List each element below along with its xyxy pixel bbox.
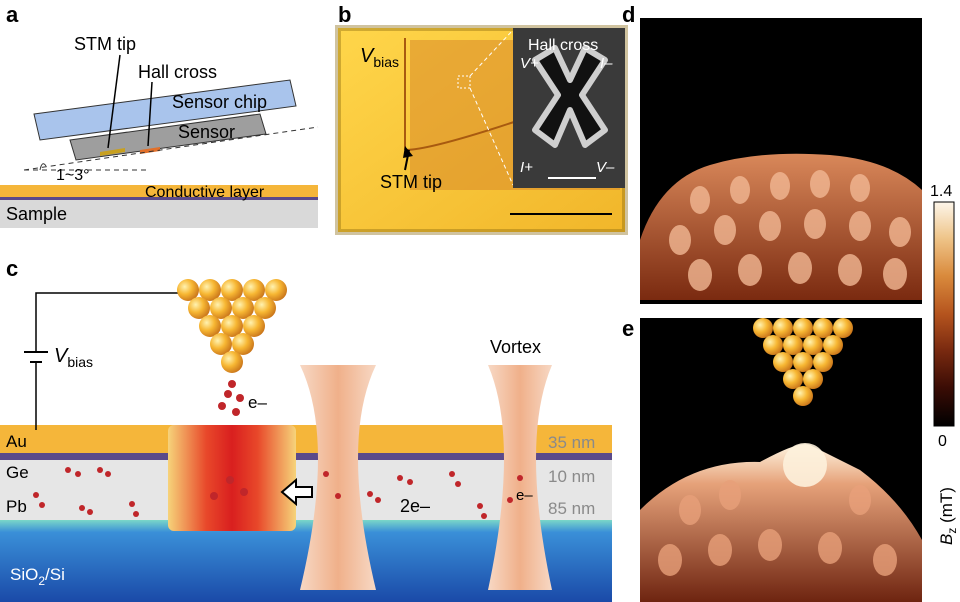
stm-tip-e	[753, 318, 853, 406]
vortex-1	[300, 365, 376, 590]
colorbar-label: Bz (mT)	[937, 487, 959, 545]
v-minus-label: V–	[596, 159, 615, 176]
hall-cross-marker	[140, 147, 160, 154]
i-plus-label: I+	[520, 159, 533, 176]
sample-label: Sample	[6, 204, 67, 224]
conductive-layer-label: Conductive layer	[145, 184, 265, 201]
pb-label: Pb	[6, 497, 27, 516]
vbias-label-b: Vbias	[360, 45, 399, 70]
two-e-label: 2e–	[400, 496, 430, 516]
panel-e-letter: e	[622, 316, 634, 341]
circuit-wire	[35, 292, 180, 430]
cooper-pairs	[33, 467, 523, 519]
zoom-box	[457, 75, 471, 89]
sample-layer	[0, 198, 318, 228]
electron-label: e–	[248, 393, 267, 412]
angle-label: 1~3°	[56, 167, 90, 184]
e-vortex-label: e–	[516, 487, 533, 504]
stm-tip-c	[177, 279, 287, 373]
panel-b: b Vbias STM tip Hall cross V+ I– I+ V–	[335, 2, 628, 235]
panel-c: c Au Ge Pb SiO2/Si 35 nm 10 nm 85 nm Vor…	[0, 256, 612, 602]
stm-tip-pointer	[107, 54, 121, 149]
flow-arrow	[280, 477, 313, 507]
panel-b-letter: b	[338, 2, 351, 27]
panel-d-letter: d	[622, 2, 635, 27]
hall-cross-label: Hall cross	[138, 62, 217, 82]
hall-cross-pointer	[147, 81, 153, 147]
sensor	[69, 113, 267, 161]
i-minus-label: I–	[600, 55, 613, 72]
conductive-layer-divider	[0, 197, 318, 200]
thickness-au: 35 nm	[548, 433, 595, 452]
vbias-label-c: Vbias	[54, 345, 93, 370]
stm-tip-marker	[100, 148, 125, 156]
panel-a-letter: a	[6, 2, 19, 27]
thickness-ge: 10 nm	[548, 467, 595, 486]
ge-layer	[0, 453, 612, 460]
inset-title: Hall cross	[528, 37, 598, 54]
colorbar-max: 1.4	[930, 183, 952, 200]
colorbar-gradient	[933, 201, 955, 427]
panel-c-letter: c	[6, 256, 18, 281]
sensor-chip	[33, 79, 297, 141]
au-label: Au	[6, 432, 27, 451]
tilt-line	[23, 126, 319, 171]
stm-tip-label: STM tip	[74, 34, 136, 54]
colorbar-min: 0	[938, 433, 947, 450]
panel-e: e	[622, 316, 922, 602]
ge-label: Ge	[6, 463, 29, 482]
stm-tip-label-b: STM tip	[380, 172, 442, 192]
substrate-label: SiO2/Si	[10, 565, 65, 588]
hotspot-surface	[640, 444, 922, 602]
hotspot-peak	[783, 443, 827, 487]
panel-d: d	[622, 2, 922, 304]
tunneling-electrons	[210, 380, 248, 500]
sensor-chip-label: Sensor chip	[172, 92, 267, 112]
angle-arc	[39, 163, 47, 171]
panel-a: a Sample Conductive layer Sensor chip Se…	[0, 2, 319, 228]
thickness-pb: 85 nm	[548, 499, 595, 518]
colorbar: 1.4 0 Bz (mT)	[930, 183, 959, 545]
conductive-layer	[0, 185, 318, 198]
hall-cross-inset: Hall cross V+ I– I+ V–	[513, 28, 625, 188]
v-plus-label: V+	[520, 55, 539, 72]
hall-cross-shape	[532, 45, 608, 148]
sensor-label: Sensor	[178, 122, 235, 142]
vortex-label: Vortex	[490, 337, 541, 357]
